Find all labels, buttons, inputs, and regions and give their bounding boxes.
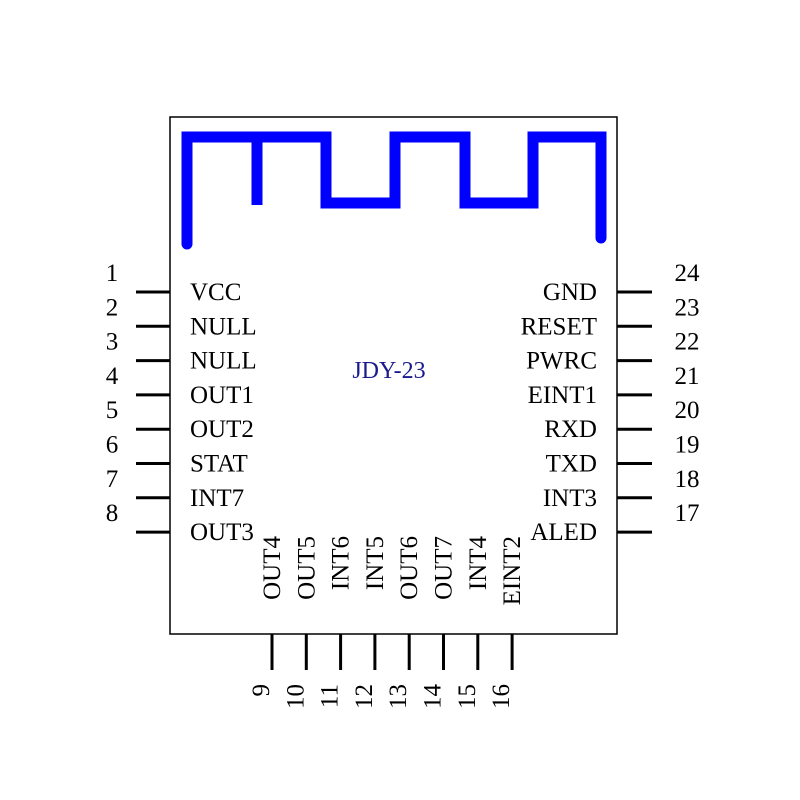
left-pin-number: 5: [106, 397, 119, 424]
left-pin-label: OUT2: [190, 416, 254, 443]
left-pin-label: INT7: [190, 485, 244, 512]
right-pin-number: 17: [675, 500, 700, 527]
right-pin-number: 20: [675, 397, 700, 424]
right-pin-number: 23: [675, 294, 700, 321]
bottom-pin-number: 13: [385, 684, 412, 709]
left-pin-number: 7: [106, 466, 119, 493]
bottom-pin-label: OUT4: [259, 536, 286, 600]
bottom-pin-label: OUT5: [293, 536, 320, 600]
bottom-pin-label: OUT6: [396, 536, 423, 600]
left-pin-number: 4: [106, 363, 119, 390]
left-pin-label: OUT3: [190, 519, 254, 546]
bottom-pin-number: 12: [351, 684, 378, 709]
bottom-pin-number: 11: [317, 684, 344, 708]
right-pin-number: 24: [675, 260, 701, 287]
right-pin-number: 22: [675, 329, 700, 356]
right-pin-number: 21: [675, 363, 700, 390]
right-pin-number: 19: [675, 432, 700, 459]
bottom-pin-label: INT6: [328, 536, 355, 590]
bottom-pin-label: INT4: [465, 536, 492, 591]
left-pin-number: 3: [106, 329, 119, 356]
left-pin-label: VCC: [190, 279, 241, 306]
pcb-antenna-trace: [181, 131, 607, 250]
module-outline: [169, 116, 618, 635]
bottom-pin-label: OUT7: [431, 536, 458, 600]
right-pin-label: PWRC: [526, 348, 597, 375]
left-pin-label: OUT1: [190, 382, 254, 409]
bottom-pin-label: INT5: [362, 536, 389, 590]
bottom-pin-number: 9: [248, 684, 275, 697]
right-pin-label: GND: [543, 279, 597, 306]
left-pin-number: 1: [106, 260, 119, 287]
right-pin-label: RESET: [521, 313, 597, 340]
bottom-pin-label: EINT2: [499, 536, 526, 605]
bottom-pin-number: 10: [282, 684, 309, 709]
left-pin-number: 6: [106, 432, 119, 459]
bottom-pin-number: 16: [488, 684, 515, 709]
bottom-pin-number: 15: [454, 684, 481, 709]
left-pin-label: STAT: [190, 451, 248, 478]
right-pin-label: TXD: [546, 451, 597, 478]
right-pin-label: ALED: [530, 519, 597, 546]
left-pin-number: 2: [106, 294, 119, 321]
left-pin-number: 8: [106, 500, 119, 527]
bottom-pin-number: 14: [420, 684, 447, 710]
module-name: JDY-23: [352, 358, 425, 384]
left-pin-label: NULL: [190, 313, 257, 340]
right-pin-label: EINT1: [528, 382, 597, 409]
left-pin-label: NULL: [190, 348, 257, 375]
right-pin-number: 18: [675, 466, 700, 493]
right-pin-label: INT3: [543, 485, 597, 512]
bottom-pin-group: OUT4 9 OUT5 10 INT6 11 INT5 12 OUT6 13 OUT7 14 INT4 1…: [248, 536, 526, 709]
right-pin-label: RXD: [544, 416, 597, 443]
